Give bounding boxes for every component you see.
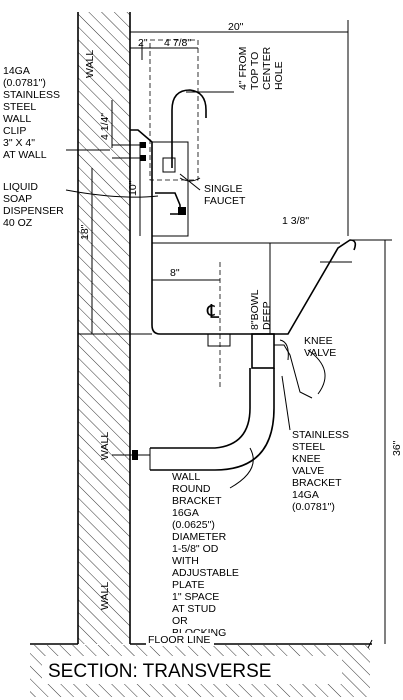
wall <box>77 12 131 644</box>
sink-bowl <box>151 236 357 388</box>
svg-text:BRACKET: BRACKET <box>292 477 342 489</box>
svg-text:WALL: WALL <box>99 582 111 610</box>
svg-text:4" FROM: 4" FROM <box>237 47 249 90</box>
soap-dispenser <box>149 39 199 215</box>
clip-label: 14GA (0.0781") STAINLESS STEEL WALL CLIP… <box>3 65 60 161</box>
svg-text:FLOOR LINE: FLOOR LINE <box>148 634 210 646</box>
wall-label-top: WALL <box>84 50 96 78</box>
svg-text:14GA: 14GA <box>292 489 319 501</box>
floor-line-label: FLOOR LINE <box>146 633 214 646</box>
svg-text:KNEE: KNEE <box>292 453 321 465</box>
round-bracket-label: WALL ROUND BRACKET 16GA (0.0625") DIAMET… <box>172 471 239 639</box>
svg-text:1" SPACE: 1" SPACE <box>172 591 219 603</box>
svg-text:STEEL: STEEL <box>3 101 36 113</box>
svg-text:AT WALL: AT WALL <box>3 149 47 161</box>
dimension-labels: 20" 2" 4 7/8" 4 1/4" 10" 18" 8" 1 3/8" 3… <box>79 21 403 456</box>
svg-text:14GA: 14GA <box>3 65 30 77</box>
wall-label-mid: WALL <box>99 432 111 460</box>
svg-text:40 OZ: 40 OZ <box>3 217 33 229</box>
svg-text:(0.0781"): (0.0781") <box>3 77 46 89</box>
soap-label: LIQUID SOAP DISPENSER 40 OZ <box>3 181 64 229</box>
svg-text:8": 8" <box>170 267 180 279</box>
svg-text:(0.0625"): (0.0625") <box>172 519 215 531</box>
svg-text:DIAMETER: DIAMETER <box>172 531 227 543</box>
svg-text:PLATE: PLATE <box>172 579 204 591</box>
svg-text:WALL: WALL <box>84 50 96 78</box>
knee-valve <box>251 333 313 399</box>
svg-text:STAINLESS: STAINLESS <box>3 89 60 101</box>
svg-text:8"BOWL: 8"BOWL <box>249 289 261 330</box>
svg-text:20": 20" <box>228 21 244 33</box>
svg-text:SINGLE: SINGLE <box>204 183 243 195</box>
svg-text:BRACKET: BRACKET <box>172 495 222 507</box>
centerline-symbol: ℄ <box>206 302 220 323</box>
faucet-label: SINGLE FAUCET <box>204 183 246 207</box>
svg-text:AT STUD: AT STUD <box>172 603 216 615</box>
from-top-label: 4" FROM TOP TO CENTER HOLE <box>237 46 285 90</box>
svg-text:VALVE: VALVE <box>304 347 336 359</box>
svg-text:4 1/4": 4 1/4" <box>99 113 111 140</box>
svg-text:VALVE: VALVE <box>292 465 324 477</box>
svg-text:CENTER: CENTER <box>261 46 273 90</box>
svg-text:WALL: WALL <box>3 113 31 125</box>
svg-text:10": 10" <box>127 180 139 196</box>
svg-text:4 7/8": 4 7/8" <box>164 37 191 49</box>
svg-text:WALL: WALL <box>172 471 200 483</box>
svg-text:CLIP: CLIP <box>3 125 26 137</box>
svg-text:OR: OR <box>172 615 188 627</box>
svg-text:18": 18" <box>79 224 91 240</box>
svg-text:DEEP: DEEP <box>261 301 273 330</box>
svg-text:(0.0781"): (0.0781") <box>292 501 335 513</box>
svg-text:SOAP: SOAP <box>3 193 32 205</box>
svg-text:℄: ℄ <box>206 302 220 323</box>
section-title: SECTION: TRANSVERSE <box>42 656 342 684</box>
svg-text:ROUND: ROUND <box>172 483 211 495</box>
dimensions <box>78 20 392 644</box>
svg-text:36": 36" <box>391 440 403 456</box>
svg-text:SECTION: TRANSVERSE: SECTION: TRANSVERSE <box>48 661 271 682</box>
svg-text:2": 2" <box>138 37 148 49</box>
svg-text:WITH: WITH <box>172 555 199 567</box>
svg-text:LIQUID: LIQUID <box>3 181 38 193</box>
svg-text:FAUCET: FAUCET <box>204 195 246 207</box>
svg-text:WALL: WALL <box>99 432 111 460</box>
bowl-deep-label: 8"BOWL DEEP <box>249 289 273 330</box>
svg-text:1 3/8": 1 3/8" <box>282 215 309 227</box>
knee-valve-label: KNEE VALVE <box>304 335 336 359</box>
wall-label-bottom: WALL <box>99 582 111 610</box>
svg-text:ADJUSTABLE: ADJUSTABLE <box>172 567 239 579</box>
leaders <box>65 149 326 489</box>
knee-bracket-label: STAINLESS STEEL KNEE VALVE BRACKET 14GA … <box>292 429 349 513</box>
svg-text:STAINLESS: STAINLESS <box>292 429 349 441</box>
svg-text:TOP TO: TOP TO <box>249 52 261 90</box>
round-bracket-pipe <box>112 368 275 471</box>
svg-text:KNEE: KNEE <box>304 335 333 347</box>
svg-text:DISPENSER: DISPENSER <box>3 205 64 217</box>
svg-text:1-5/8" OD: 1-5/8" OD <box>172 543 219 555</box>
svg-text:HOLE: HOLE <box>273 61 285 90</box>
svg-text:3" X 4": 3" X 4" <box>3 137 35 149</box>
svg-text:STEEL: STEEL <box>292 441 325 453</box>
svg-text:16GA: 16GA <box>172 507 199 519</box>
